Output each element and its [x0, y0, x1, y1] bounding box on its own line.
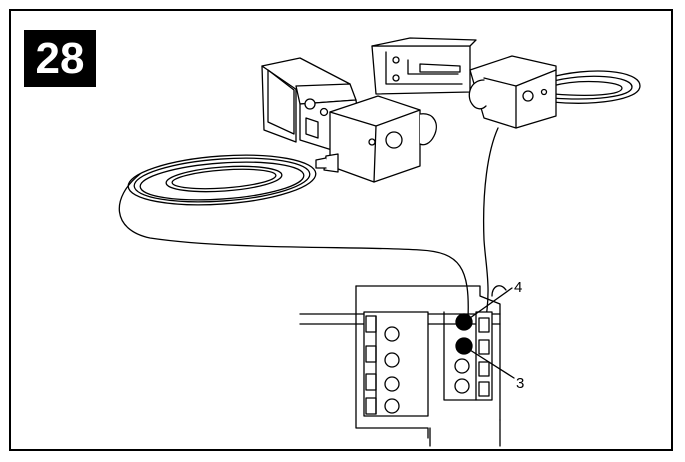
sensor-bracket-left — [261, 57, 437, 183]
leader-line-3 — [469, 349, 515, 379]
wire-left-lead — [118, 173, 469, 319]
callout-3: 3 — [516, 375, 524, 392]
sensor-bracket-right — [371, 37, 557, 129]
terminal-screw-3 — [455, 337, 473, 355]
terminal-block — [299, 285, 507, 447]
callout-4: 4 — [514, 279, 522, 296]
wire-coil-right — [547, 70, 641, 104]
wire-right-lead — [482, 127, 499, 331]
wire-coil-left — [127, 154, 317, 206]
leader-line-4 — [469, 287, 513, 319]
step-number-badge: 28 — [24, 30, 96, 87]
terminal-screw-4 — [455, 313, 473, 331]
